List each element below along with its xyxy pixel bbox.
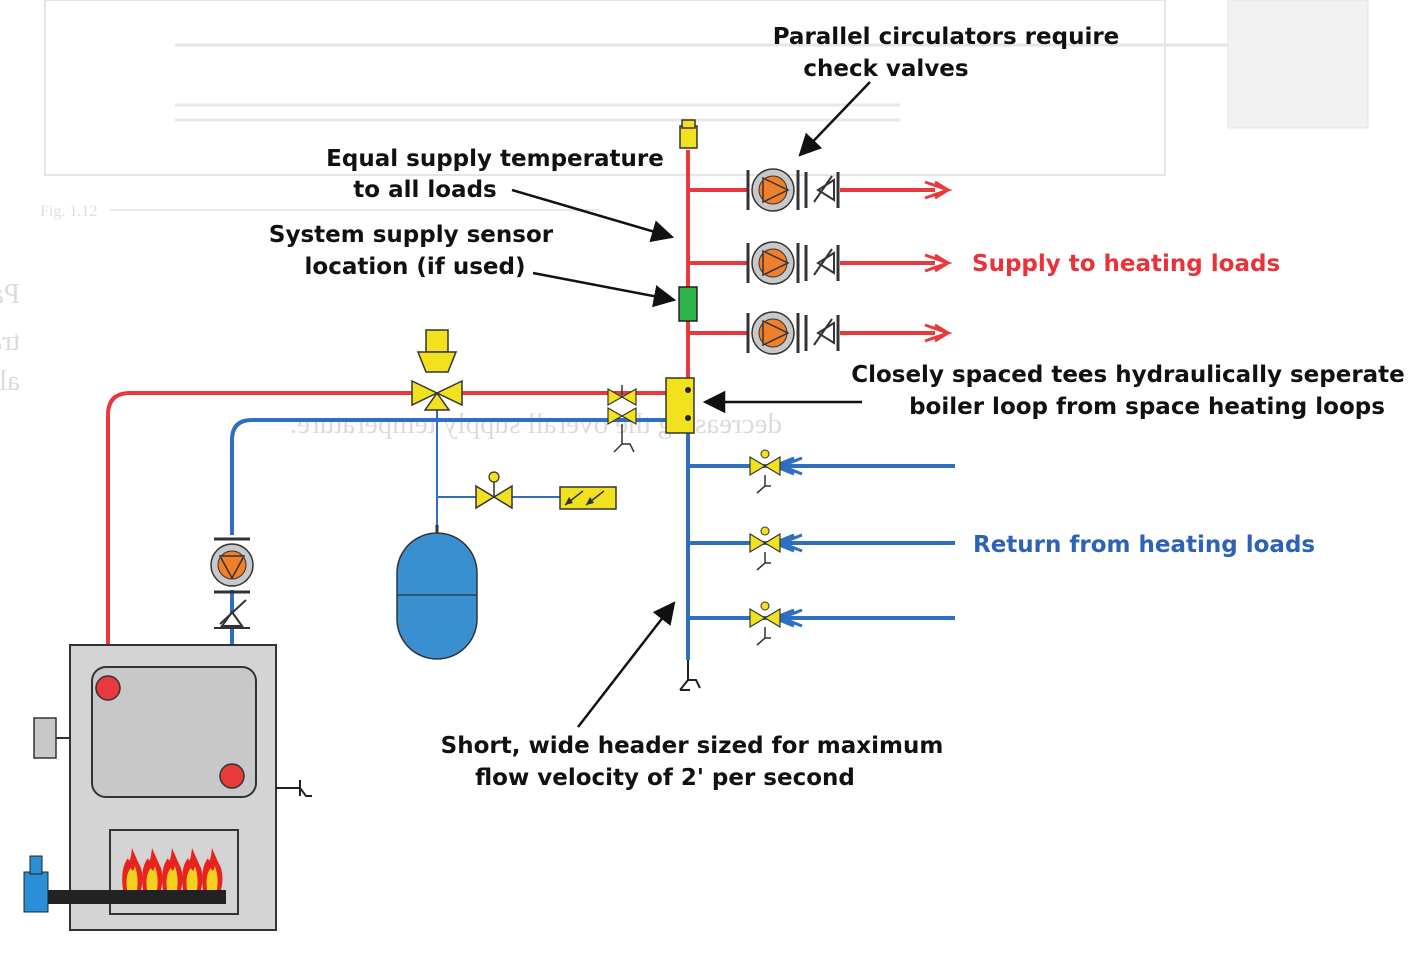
label-tees-line1: Closely spaced tees hydraulically sepera…	[851, 362, 1405, 388]
circulator-pump-icon	[746, 168, 800, 212]
label-parallel-circulators-line2: check valves	[803, 56, 968, 82]
check-valve-icon	[804, 172, 840, 208]
annotation-arrows	[511, 81, 871, 728]
mixing-valve-icon	[411, 329, 463, 411]
check-valve-icon	[804, 245, 840, 281]
drain-valve-icon	[679, 660, 701, 691]
label-equal-supply-line1: Equal supply temperature	[326, 146, 664, 172]
return-balancing-valves	[749, 449, 781, 646]
return-valve-icon	[749, 601, 781, 646]
air-vent-icon	[679, 119, 698, 149]
label-sensor-line2: location (if used)	[305, 254, 526, 280]
label-parallel-circulators-line1: Parallel circulators require	[773, 24, 1120, 50]
supply-sensor-icon	[678, 286, 698, 322]
arrow-equal-supply	[511, 188, 675, 243]
circulator-pump-icon	[746, 241, 800, 285]
flame-icon	[182, 848, 203, 890]
check-valve-icon	[804, 315, 840, 351]
boiler-circulator-icon	[210, 537, 254, 594]
label-supply-to-heating-loads: Supply to heating loads	[972, 251, 1280, 277]
label-header-line1: Short, wide header sized for maximum	[441, 733, 944, 759]
return-valve-icon	[749, 449, 781, 494]
background-paragraph-line-3: allowing the return to receive the retur…	[0, 365, 20, 397]
label-tees-line2: boiler loop from space heating loops	[909, 394, 1385, 420]
supply-arrow-heads	[924, 180, 953, 343]
flame-icon	[142, 848, 163, 890]
annotation-labels: Parallel circulators require check valve…	[269, 24, 1405, 791]
flame-icon	[122, 848, 143, 890]
label-return-from-heating-loads: Return from heating loads	[973, 532, 1315, 558]
arrow-sensor	[532, 271, 677, 308]
purge-valves-icon	[607, 385, 637, 453]
background-paragraph-line-4: decreasing the overall supply temperatur…	[290, 408, 782, 440]
boiler-icon	[33, 644, 277, 931]
boiler-check-valve-icon	[214, 599, 250, 629]
arrow-parallel-circulators	[798, 81, 871, 157]
fill-valve-icon	[475, 471, 513, 510]
background-paragraph-line-2: traditional Primary\Secondary, however i…	[0, 325, 20, 357]
boiler-drain-icon	[276, 780, 312, 797]
background-ghost-layer: Fig. 1.12 Parallel Reverse Return Primar…	[0, 0, 1369, 440]
label-equal-supply-line2: to all loads	[353, 177, 496, 203]
background-paragraph-line-1: Parallel Reverse Return Primary\Secondar…	[0, 278, 20, 310]
backflow-preventer-icon	[559, 486, 617, 510]
closely-spaced-tees-icon	[665, 377, 695, 434]
parallel-circulators	[746, 168, 840, 355]
label-sensor-line1: System supply sensor	[269, 222, 554, 248]
expansion-tank-icon	[396, 525, 478, 660]
return-valve-icon	[749, 526, 781, 571]
return-pipes	[230, 418, 955, 770]
background-figure-ref: Fig. 1.12	[40, 203, 97, 220]
supply-pipes	[106, 150, 935, 685]
circulator-pump-icon	[746, 311, 800, 355]
flame-icon	[202, 848, 223, 890]
arrow-header	[577, 601, 676, 728]
label-header-line2: flow velocity of 2' per second	[475, 765, 855, 791]
flame-icon	[162, 848, 183, 890]
burner-flame-icon	[23, 848, 226, 913]
